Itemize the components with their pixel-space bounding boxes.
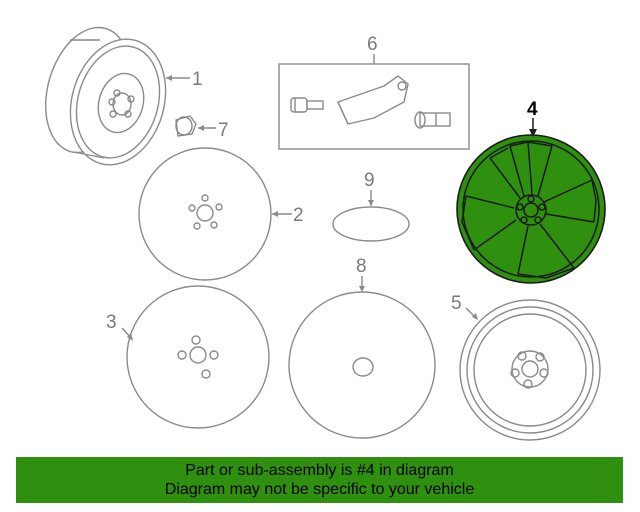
part-7-label: 7: [218, 120, 229, 141]
part-4-label: 4: [527, 99, 538, 120]
part-8-disc[interactable]: 8: [288, 256, 436, 439]
part-3-hubcap[interactable]: 3: [106, 285, 270, 429]
part-4-alloy-wheel[interactable]: 4: [456, 99, 606, 284]
part-8-label: 8: [356, 256, 367, 277]
part-2-wheel-cover[interactable]: 2: [138, 147, 304, 281]
part-5-label: 5: [451, 293, 462, 314]
banner-line-1: Part or sub-assembly is #4 in diagram: [185, 462, 454, 479]
part-6-label: 6: [367, 34, 378, 55]
info-banner: Part or sub-assembly is #4 in diagram Di…: [16, 457, 623, 503]
banner-line-2: Diagram may not be specific to your vehi…: [164, 481, 475, 498]
part-7-lug-nut[interactable]: 7: [175, 115, 229, 141]
part-9-emblem[interactable]: 9: [332, 170, 410, 242]
part-3-label: 3: [106, 312, 117, 333]
part-5-spare-wheel[interactable]: 5: [451, 293, 601, 441]
part-1-steel-wheel[interactable]: 1: [32, 17, 203, 176]
part-6-tpms-sensor[interactable]: 6: [278, 34, 470, 150]
part-2-label: 2: [293, 205, 304, 226]
part-9-label: 9: [364, 170, 375, 191]
part-1-label: 1: [192, 69, 203, 90]
